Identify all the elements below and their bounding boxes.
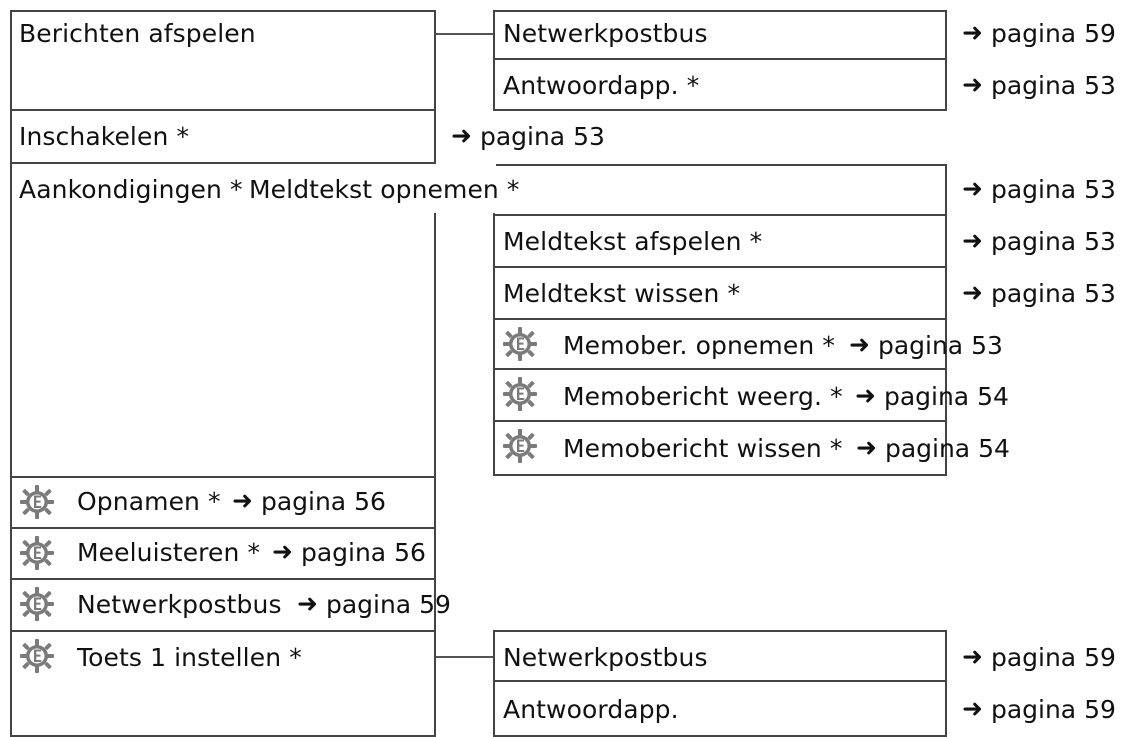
submenu-delete-message-label: Meldtekst wissen * [503, 279, 741, 308]
gear-e-icon [502, 376, 538, 412]
submenu-memo-delete [493, 420, 947, 476]
right-arrow-icon: ➜ [962, 226, 983, 255]
submenu-record-message-ref: ➜pagina 53 [962, 174, 1116, 204]
right-arrow-icon: ➜ [962, 174, 983, 203]
submenu-play-network-mailbox [493, 10, 947, 60]
announcement-record-overlap-label: Meldtekst opnemen * [249, 175, 520, 204]
submenu-memo-record-ref: ➜pagina 53 [849, 330, 1003, 360]
left-network-mailbox-label: Netwerkpostbus [77, 590, 282, 619]
page-reference: pagina 54 [884, 434, 1010, 463]
page-reference: pagina 59 [990, 643, 1116, 672]
submenu-memo-play-label: Memobericht weerg. * [563, 382, 843, 411]
gear-e-icon [19, 535, 55, 571]
connector-top [436, 33, 493, 35]
right-arrow-icon: ➜ [232, 486, 253, 515]
enable-ref: ➜pagina 53 [451, 121, 605, 151]
page-reference: pagina 59 [990, 695, 1116, 724]
connector-bottom [436, 656, 493, 658]
right-arrow-icon: ➜ [297, 589, 318, 618]
gear-e-icon [19, 638, 55, 674]
submenu-record-message [493, 164, 947, 216]
submenu-play-answering-machine-ref: ➜pagina 53 [962, 70, 1116, 100]
page-reference: pagina 53 [479, 122, 605, 151]
right-arrow-icon: ➜ [855, 381, 876, 410]
right-arrow-icon: ➜ [856, 433, 877, 462]
submenu-play-answering-machine-label: Antwoordapp. * [503, 71, 700, 100]
submenu-play-network-mailbox-ref: ➜pagina 59 [962, 18, 1116, 48]
submenu-key1-network-mailbox-ref: ➜pagina 59 [962, 642, 1116, 672]
page-reference: pagina 56 [260, 487, 386, 516]
submenu-memo-record-label: Memober. opnemen * [563, 331, 835, 360]
right-arrow-icon: ➜ [451, 121, 472, 150]
page-reference: pagina 59 [325, 590, 451, 619]
page-reference: pagina 53 [990, 227, 1116, 256]
right-arrow-icon: ➜ [962, 278, 983, 307]
submenu-memo-play [493, 368, 947, 422]
submenu-memo-record [493, 318, 947, 370]
submenu-play-message [493, 214, 947, 268]
submenu-play-answering-machine [493, 58, 947, 111]
gear-e-icon [502, 326, 538, 362]
left-enable-label: Inschakelen * [19, 122, 190, 151]
submenu-delete-message-ref: ➜pagina 53 [962, 278, 1116, 308]
right-arrow-icon: ➜ [962, 18, 983, 47]
submenu-play-message-ref: ➜pagina 53 [962, 226, 1116, 256]
left-network-mailbox-ref: ➜pagina 59 [297, 589, 451, 619]
page-reference: pagina 59 [990, 19, 1116, 48]
submenu-memo-delete-label: Memobericht wissen * [563, 434, 843, 463]
submenu-memo-delete-ref: ➜pagina 54 [856, 433, 1010, 463]
submenu-key1-answering-machine [493, 680, 947, 737]
right-arrow-icon: ➜ [849, 330, 870, 359]
right-arrow-icon: ➜ [962, 694, 983, 723]
right-arrow-icon: ➜ [962, 70, 983, 99]
gear-e-icon [19, 586, 55, 622]
left-box-announcements [10, 162, 436, 478]
page-reference: pagina 53 [990, 175, 1116, 204]
left-play-messages-label: Berichten afspelen [19, 19, 256, 48]
left-record-ref: ➜pagina 56 [232, 486, 386, 516]
page-reference: pagina 53 [990, 279, 1116, 308]
left-key1-label: Toets 1 instellen * [77, 643, 302, 672]
left-listen-label: Meeluisteren * [77, 538, 261, 567]
right-arrow-icon: ➜ [962, 642, 983, 671]
left-listen-ref: ➜pagina 56 [272, 537, 426, 567]
left-announcements-label: Aankondigingen * [19, 175, 243, 204]
submenu-key1-network-mailbox-label: Netwerkpostbus [503, 643, 708, 672]
submenu-play-network-mailbox-label: Netwerkpostbus [503, 19, 708, 48]
page-reference: pagina 54 [883, 382, 1009, 411]
announcement-overlap-cover [434, 164, 496, 213]
submenu-key1-answering-machine-label: Antwoordapp. [503, 695, 679, 724]
gear-e-icon [502, 428, 538, 464]
gear-e-icon [19, 484, 55, 520]
left-box-play-messages [10, 10, 436, 111]
submenu-memo-play-ref: ➜pagina 54 [855, 381, 1009, 411]
right-arrow-icon: ➜ [272, 537, 293, 566]
page-reference: pagina 56 [300, 538, 426, 567]
page-reference: pagina 53 [990, 71, 1116, 100]
submenu-play-message-label: Meldtekst afspelen * [503, 227, 763, 256]
submenu-key1-answering-machine-ref: ➜pagina 59 [962, 694, 1116, 724]
page-reference: pagina 53 [877, 331, 1003, 360]
left-box-enable [10, 109, 436, 164]
left-box-listen [10, 527, 436, 580]
left-record-label: Opnamen * [77, 487, 221, 516]
left-box-key1 [10, 630, 436, 737]
